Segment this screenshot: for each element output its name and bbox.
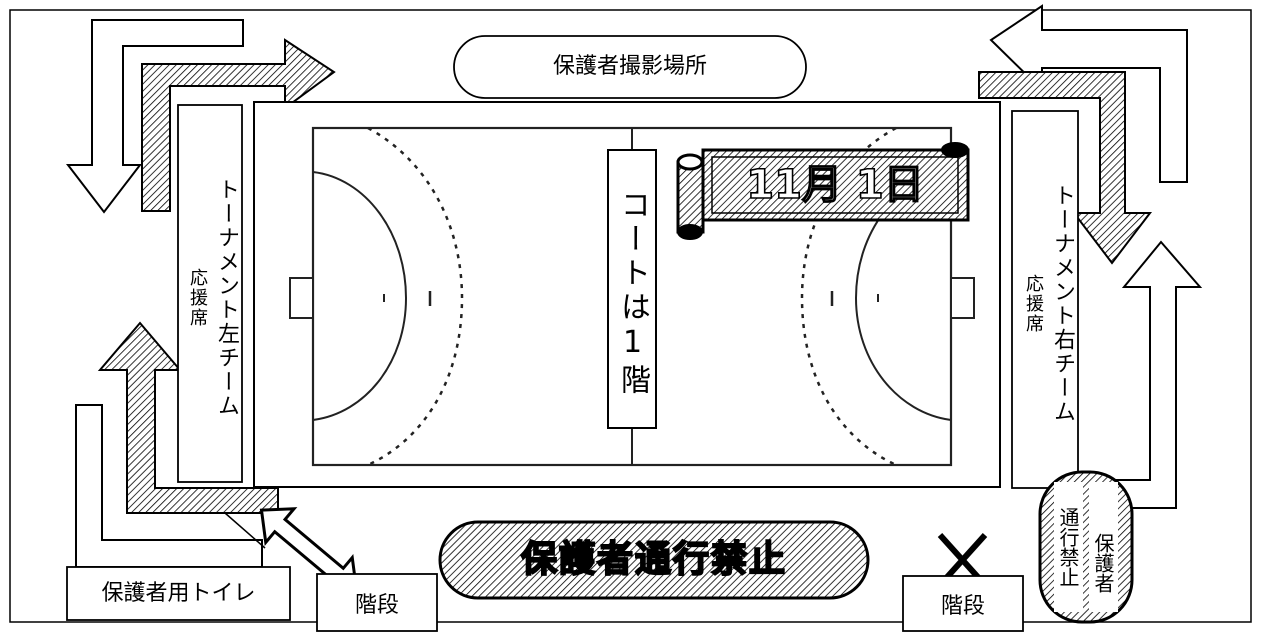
date-scroll-banner <box>676 142 970 240</box>
toilet-label: 保護者用トイレ <box>101 581 256 606</box>
up-arrow-icon <box>97 321 279 514</box>
goal-right <box>950 277 975 319</box>
no-passage-capsule-line2: 通行禁止 <box>1054 482 1083 612</box>
no-passage-label: 保護者通行禁止 <box>520 538 787 581</box>
up-arrow-icon <box>1075 240 1203 509</box>
stairs-left-label: 階段 <box>354 593 399 618</box>
left-stand-main: トーナメント左チーム <box>214 178 239 418</box>
no-passage-capsule-line1: 保護者 <box>1089 482 1118 612</box>
court-note-box <box>607 149 657 429</box>
free-throw-line-left <box>367 126 464 467</box>
date-banner-label: 11月 1日 <box>745 161 924 209</box>
right-arrow-icon <box>141 38 336 212</box>
no-passage-pill <box>438 520 870 600</box>
left-stand-label: トーナメント左チーム 応援席 <box>178 118 242 478</box>
goal-left <box>289 277 314 319</box>
court-note-label: コートは1階 <box>615 188 650 398</box>
stairs-left-box <box>316 573 438 632</box>
right-stand-main: トーナメント右チーム <box>1050 184 1075 424</box>
right-stand-sub: 応援席 <box>1023 274 1044 334</box>
right-stand-label: トーナメント右チーム 応援席 <box>1012 124 1078 484</box>
map-frame <box>9 9 1252 623</box>
photo-area-label: 保護者撮影場所 <box>552 54 707 79</box>
toilet-box <box>66 566 291 621</box>
photo-area-pill <box>453 35 807 99</box>
left-stand-box <box>177 104 243 483</box>
down-arrow-icon <box>978 71 1153 265</box>
left-stand-sub: 応援席 <box>187 268 208 328</box>
stairs-right-label: 階段 <box>940 594 985 619</box>
goal-area-left <box>312 171 408 421</box>
stairs-right-box <box>902 575 1024 632</box>
down-arrow-icon <box>65 19 244 214</box>
left-arrow-icon <box>989 4 1188 183</box>
no-passage-capsule-label: 保護者 通行禁止 <box>1040 482 1132 612</box>
right-stand-box <box>1011 110 1079 489</box>
